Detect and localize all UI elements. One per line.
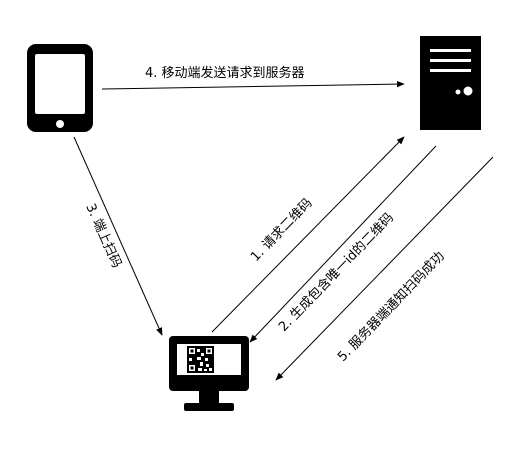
edge-step4-line <box>101 80 405 90</box>
edge-step3-line <box>73 136 163 336</box>
desktop-monitor-icon <box>169 336 249 411</box>
edge-step2-line <box>249 145 437 343</box>
server-tower-icon <box>420 36 481 130</box>
mobile-phone-icon <box>27 44 93 132</box>
edge-step1-line <box>211 136 405 333</box>
qr-code-icon <box>187 346 214 373</box>
edge-step1-label: 1. 请求二维码 <box>248 196 315 265</box>
edge-step4-label: 4. 移动端发送请求到服务器 <box>145 65 305 81</box>
edge-step5-line <box>275 156 494 381</box>
